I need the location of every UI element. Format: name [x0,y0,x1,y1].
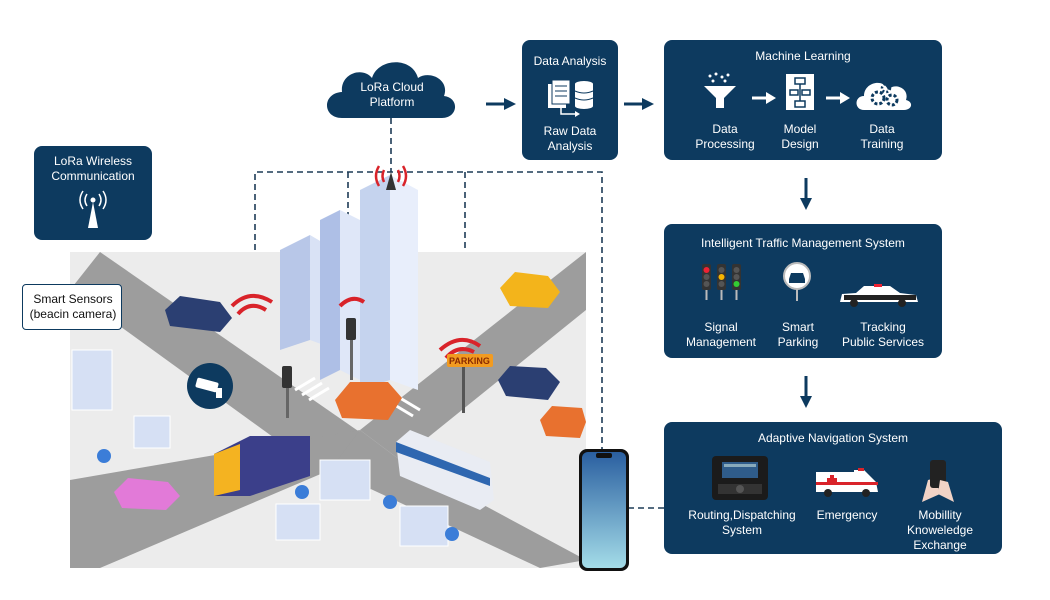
data-analysis-label: Raw Data Analysis [543,124,597,153]
lora-wireless-label: LoRa Wireless Communication [51,154,135,183]
machine-learning-title: Machine Learning [755,49,851,63]
signal-waves [230,294,482,360]
ans-item-label: Routing,Dispatching System [688,508,796,537]
arrow-icon [752,92,776,104]
lora-wireless-box: LoRa Wireless Communication [34,146,152,240]
ml-step-label: Data Training [860,122,904,151]
cloud-icon [327,62,456,118]
funnel-icon [704,72,736,108]
car-dashboard-icon [712,456,768,500]
camera-icon [187,363,233,409]
data-analysis-title: Data Analysis [533,54,607,68]
police-car-icon [840,284,918,307]
ans-box: Adaptive Navigation System Routing,Dispa… [664,422,1002,554]
cloud-label: LoRa Cloud Platform [360,80,424,109]
vehicles [114,272,586,510]
itms-box: Intelligent Traffic Management System PO… [664,224,942,358]
phone-in-hand-icon [922,460,954,502]
parking-sign-icon [783,262,811,301]
traffic-lights-icon [702,264,741,300]
documents-database-icon [548,79,594,117]
ans-item-label: Mobillity Knoweledge Exchange [906,508,974,552]
antenna-icon [79,190,107,228]
smart-city-illustration [70,175,586,568]
smart-sensors-label: Smart Sensors (beacin camera) [29,292,117,321]
itms-title: Intelligent Traffic Management System [701,236,905,250]
arrow-icon [826,92,850,104]
flowchart-icon [786,74,814,110]
data-analysis-box: Data Analysis Raw Data Analysis [522,40,618,160]
parking-sign-text: PARKING [449,356,490,366]
itms-item-label: Smart Parking [777,320,819,349]
ans-item-label: Emergency [816,508,878,522]
ans-title: Adaptive Navigation System [757,431,909,445]
skyscrapers [280,175,418,390]
cloud-gears-icon [856,82,912,110]
itms-item-label: Signal Management [685,320,757,349]
ml-step-label: Data Processing [695,122,755,151]
police-text: POLICE [868,289,891,295]
machine-learning-box: Machine Learning Data Processing Model D… [664,40,942,160]
smartphone-icon [579,449,629,571]
ambulance-icon [816,468,878,497]
lora-cloud-platform: LoRa Cloud Platform [322,48,462,128]
ml-step-label: Model Design [781,122,819,151]
tower-antenna-icon [374,165,408,190]
itms-item-label: Tracking Public Services [841,320,925,349]
smart-sensors-callout: Smart Sensors (beacin camera) [22,284,122,330]
